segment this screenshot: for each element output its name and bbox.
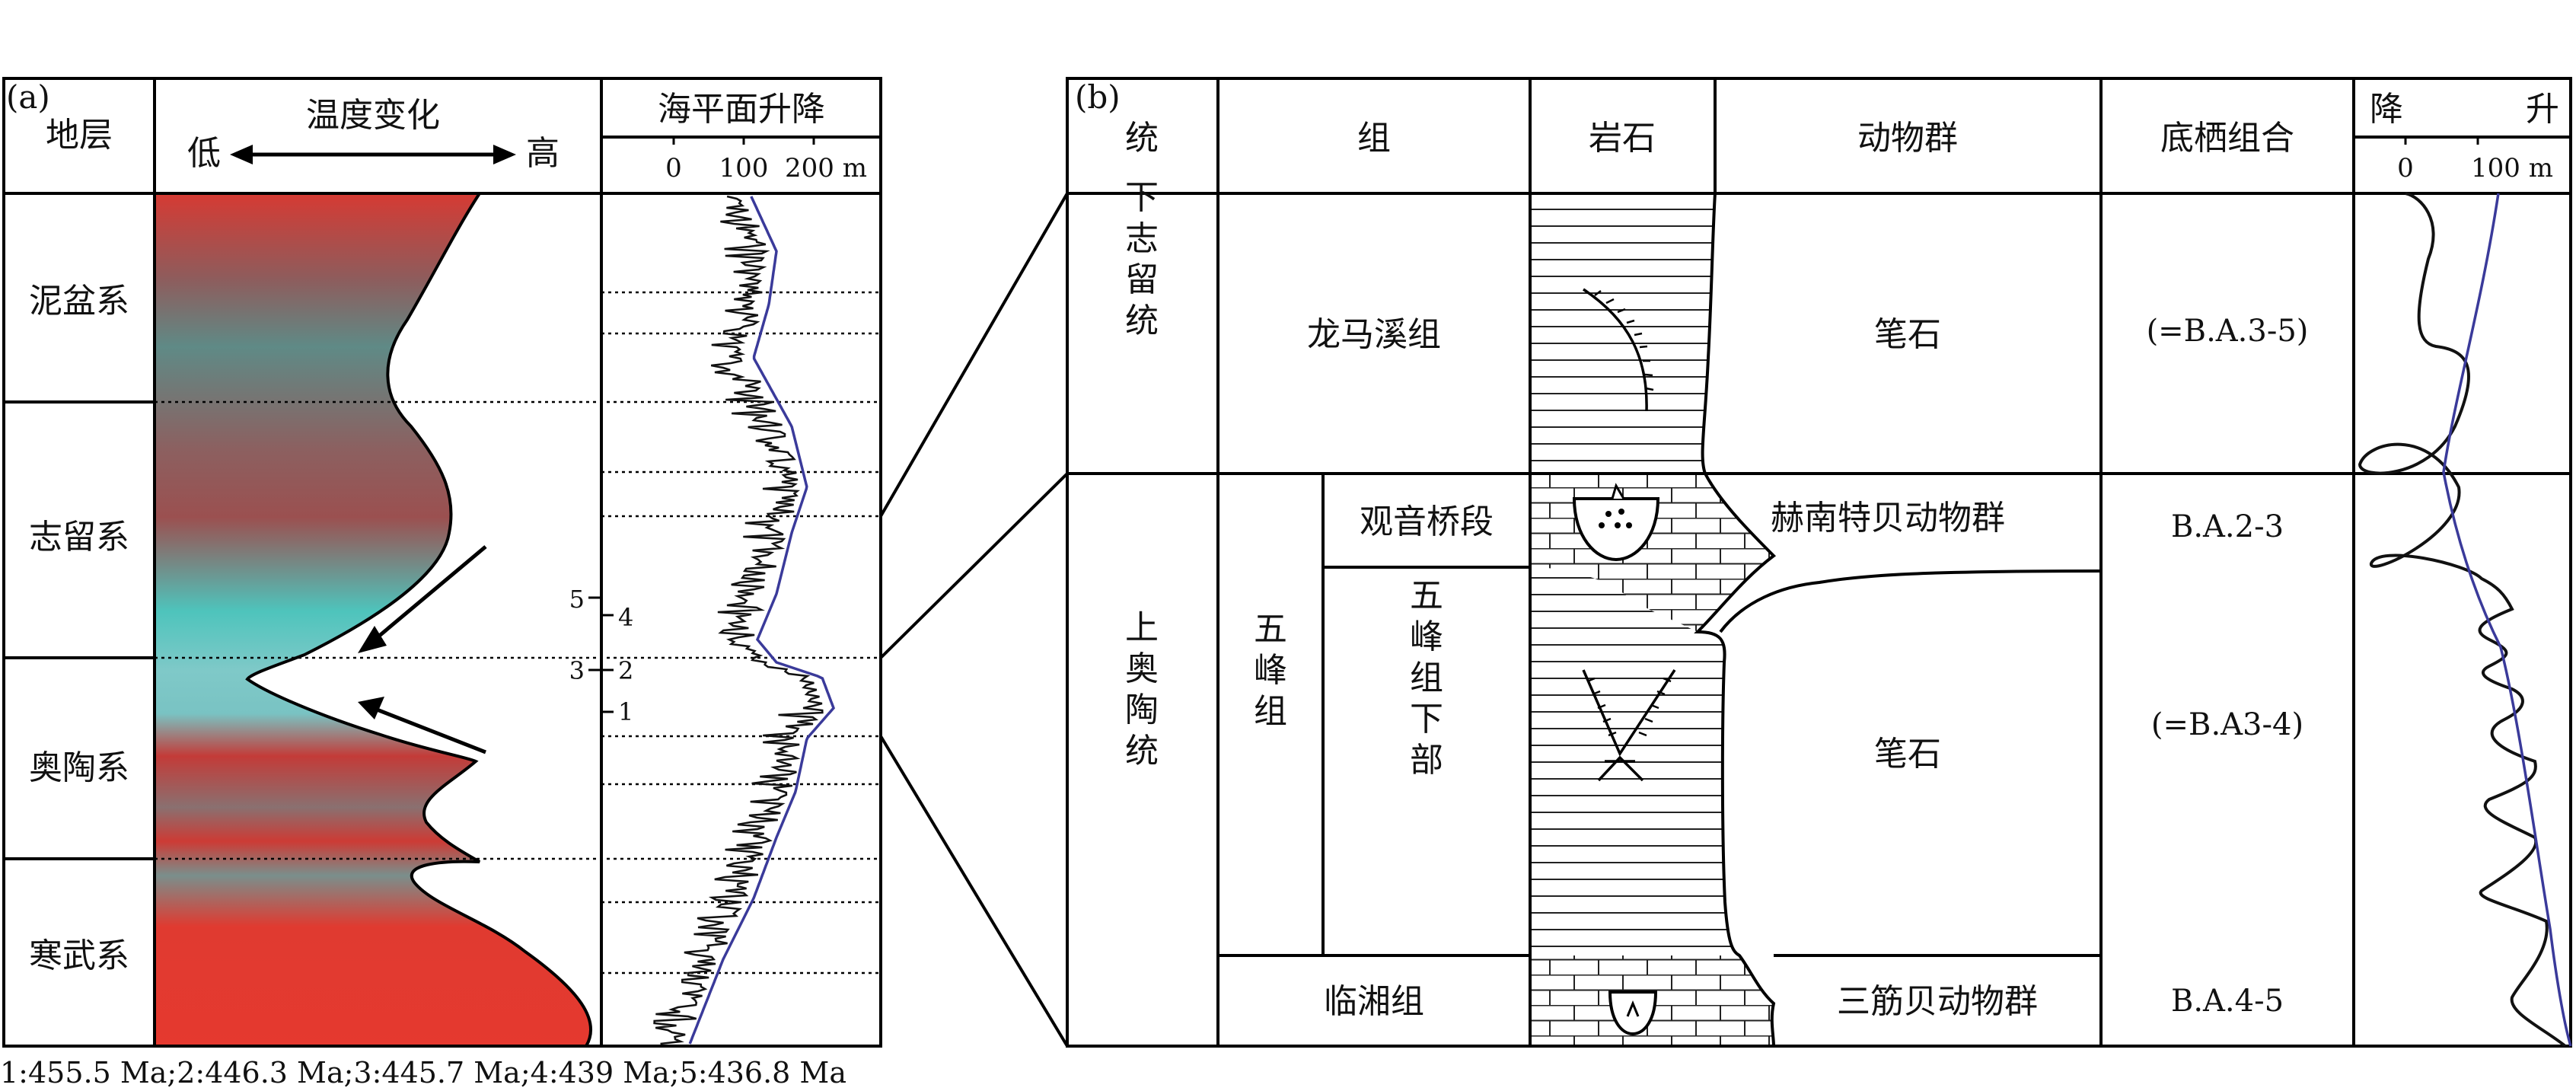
linxiang-beak-icon bbox=[1626, 1000, 1640, 1017]
benthic-ba-3-5: (=B.A.3-5) bbox=[2147, 314, 2309, 349]
rock-header: 岩石 bbox=[1589, 119, 1656, 158]
fauna-boundary bbox=[1719, 569, 2102, 633]
stratum-devonian: 泥盆系 bbox=[29, 282, 129, 321]
v-graptolite-fossil-icon bbox=[1582, 669, 1676, 782]
age-marker-2: 2 bbox=[618, 656, 633, 685]
sea-level-trend-a bbox=[688, 196, 835, 1045]
fauna-graptolite-upper: 笔石 bbox=[1874, 315, 1941, 354]
sea-fall-label: 降 bbox=[2370, 90, 2403, 129]
benthic-header: 底栖组合 bbox=[2160, 119, 2294, 158]
sea-b-tick-100: 100 m bbox=[2471, 153, 2553, 183]
sea-scale bbox=[672, 137, 815, 145]
sea-scale-b bbox=[2404, 137, 2479, 145]
fauna-header: 动物群 bbox=[1857, 119, 1958, 158]
temp-low-label: 低 bbox=[187, 134, 221, 173]
linxiang-brachiopod-icon bbox=[1608, 991, 1658, 1036]
benthic-ba-4-5: B.A.4-5 bbox=[2171, 984, 2284, 1019]
fauna-foliomena: 三筋贝动物群 bbox=[1837, 982, 2038, 1021]
brachiopod-dots bbox=[1599, 509, 1632, 528]
sea-tick-0: 0 bbox=[665, 153, 682, 183]
connector-lines bbox=[879, 192, 1069, 1048]
panel-b-text: (b) 统 组 岩石 动物群 底栖组合 降 升 0 100 m 下志留统 上奥陶… bbox=[1075, 78, 2559, 1021]
temp-arrow-left-head bbox=[230, 145, 253, 164]
panel-a-text: (a) 地层 温度变化 低 高 海平面升降 0 100 200 m 泥盆系 志留… bbox=[0, 78, 867, 1089]
panel-b-tag: (b) bbox=[1075, 78, 1121, 116]
temperature-header: 温度变化 bbox=[306, 96, 440, 135]
formation-linxiang: 临湘组 bbox=[1324, 982, 1424, 1021]
panel-a-frame bbox=[2, 77, 882, 1048]
sea-level-curve-b bbox=[2358, 192, 2567, 1048]
age-marker-4: 4 bbox=[618, 603, 633, 632]
age-ticks bbox=[588, 596, 614, 713]
sea-level-curve-a bbox=[653, 195, 824, 1045]
lithology-shale-upper bbox=[1530, 193, 1715, 474]
arrow-head-2 bbox=[358, 697, 384, 719]
member-wufeng-lower: 五峰组下部 bbox=[1410, 576, 1443, 780]
cooling-arrows bbox=[371, 545, 487, 754]
sea-b-tick-0: 0 bbox=[2397, 153, 2414, 183]
formation-longmaxi: 龙马溪组 bbox=[1307, 315, 1441, 354]
brachiopod-fossil-icon bbox=[1572, 497, 1660, 562]
panel-a-tag: (a) bbox=[6, 78, 50, 116]
fauna-hirnantia: 赫南特贝动物群 bbox=[1771, 499, 2005, 538]
graptolite-thecae bbox=[1594, 290, 1654, 391]
sea-level-header: 海平面升降 bbox=[658, 90, 825, 129]
age-marker-3: 3 bbox=[569, 656, 585, 685]
lithology-boundary bbox=[1694, 193, 1777, 1047]
sea-tick-100: 100 bbox=[719, 153, 769, 183]
fauna-graptolite-lower: 笔石 bbox=[1874, 735, 1941, 774]
series-header: 统 bbox=[1125, 119, 1159, 158]
stratum-ordovician: 奥陶系 bbox=[29, 748, 129, 787]
formation-wufeng: 五峰组 bbox=[1254, 610, 1287, 731]
stratum-silurian: 志留系 bbox=[29, 518, 129, 557]
panel-b-frame bbox=[1066, 77, 2572, 1048]
series-upper-ordovician: 上奥陶统 bbox=[1125, 608, 1159, 770]
strata-header: 地层 bbox=[46, 116, 113, 155]
graptolite-fossil-icon bbox=[1583, 288, 1648, 412]
benthic-ba-2-3: B.A.2-3 bbox=[2171, 509, 2284, 544]
v-graptolite-thecae bbox=[1586, 677, 1672, 737]
temp-high-label: 高 bbox=[526, 134, 560, 173]
panel-a bbox=[2, 77, 882, 1048]
benthic-ba-3-4: (=B.A3-4) bbox=[2151, 707, 2303, 742]
formation-header: 组 bbox=[1357, 119, 1391, 158]
arrow-head-1 bbox=[358, 626, 387, 653]
panel-b bbox=[1066, 77, 2572, 1048]
temperature-curve-fill bbox=[153, 192, 593, 1048]
temp-arrow-right-head bbox=[493, 145, 516, 164]
age-footnote: 1:455.5 Ma;2:446.3 Ma;3:445.7 Ma;4:439 M… bbox=[0, 1056, 846, 1089]
member-guanyinqiao: 观音桥段 bbox=[1360, 502, 1494, 541]
sea-tick-200: 200 m bbox=[785, 153, 867, 183]
brachiopod-beak-icon bbox=[1611, 483, 1625, 499]
stratum-cambrian: 寒武系 bbox=[29, 936, 129, 975]
age-marker-5: 5 bbox=[569, 585, 585, 614]
sea-rise-label: 升 bbox=[2526, 90, 2559, 129]
sea-level-trend-b bbox=[2442, 193, 2572, 1047]
age-marker-1: 1 bbox=[618, 697, 633, 726]
series-lower-silurian: 下志留统 bbox=[1125, 178, 1159, 340]
